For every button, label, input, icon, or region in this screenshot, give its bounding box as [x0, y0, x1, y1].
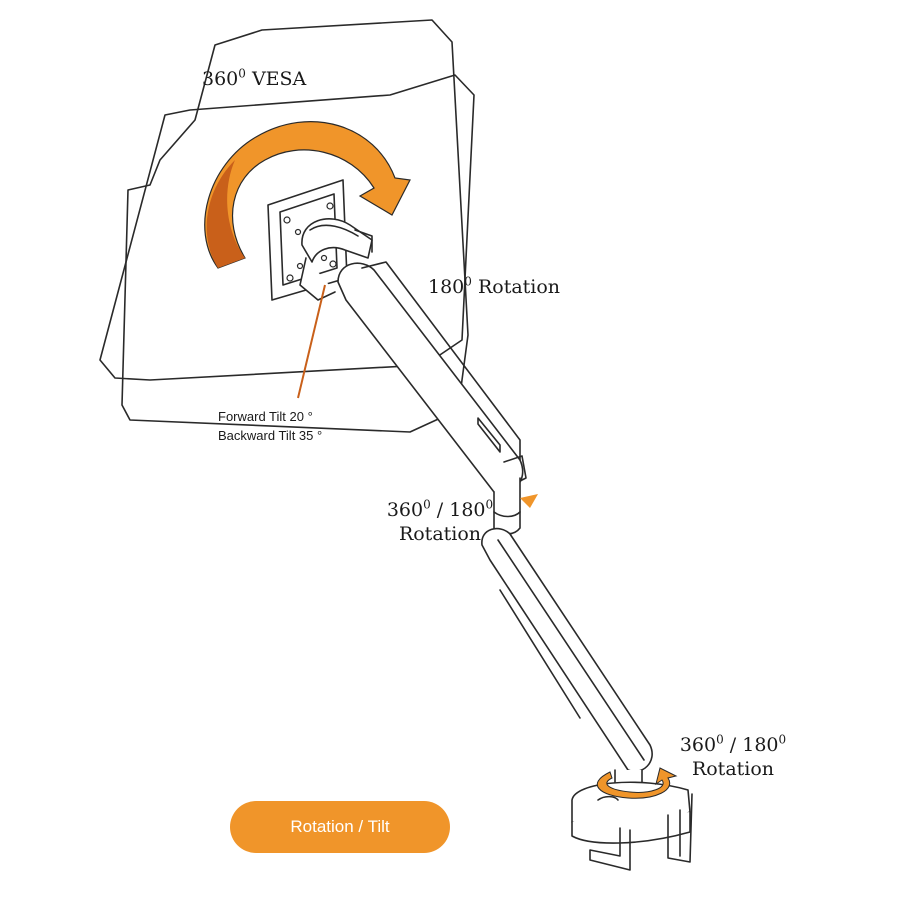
- rotation-tilt-badge: Rotation / Tilt: [230, 801, 450, 853]
- tilt-label: Forward Tilt 20 ° Backward Tilt 35 °: [218, 408, 322, 446]
- lower-arm: [481, 527, 653, 773]
- forward-tilt-text: Forward Tilt 20 °: [218, 409, 313, 424]
- vesa-rotation-arrow: [204, 121, 411, 269]
- backward-tilt-text: Backward Tilt 35 °: [218, 427, 323, 443]
- tilt-pointer-line: [297, 284, 326, 399]
- base-rotation-label: 3600 / 1800 Rotation: [679, 732, 787, 780]
- monitor-back-rotated: [99, 74, 475, 381]
- rotation-180-label: 1800 Rotation: [428, 274, 561, 298]
- elbow-rotation-label: 3600 / 1800 Rotation: [386, 497, 494, 545]
- vesa-label: 3600 VESA: [202, 66, 307, 90]
- base-rotation-arrow: [596, 767, 678, 799]
- elbow-rotation-arrow: [520, 494, 538, 508]
